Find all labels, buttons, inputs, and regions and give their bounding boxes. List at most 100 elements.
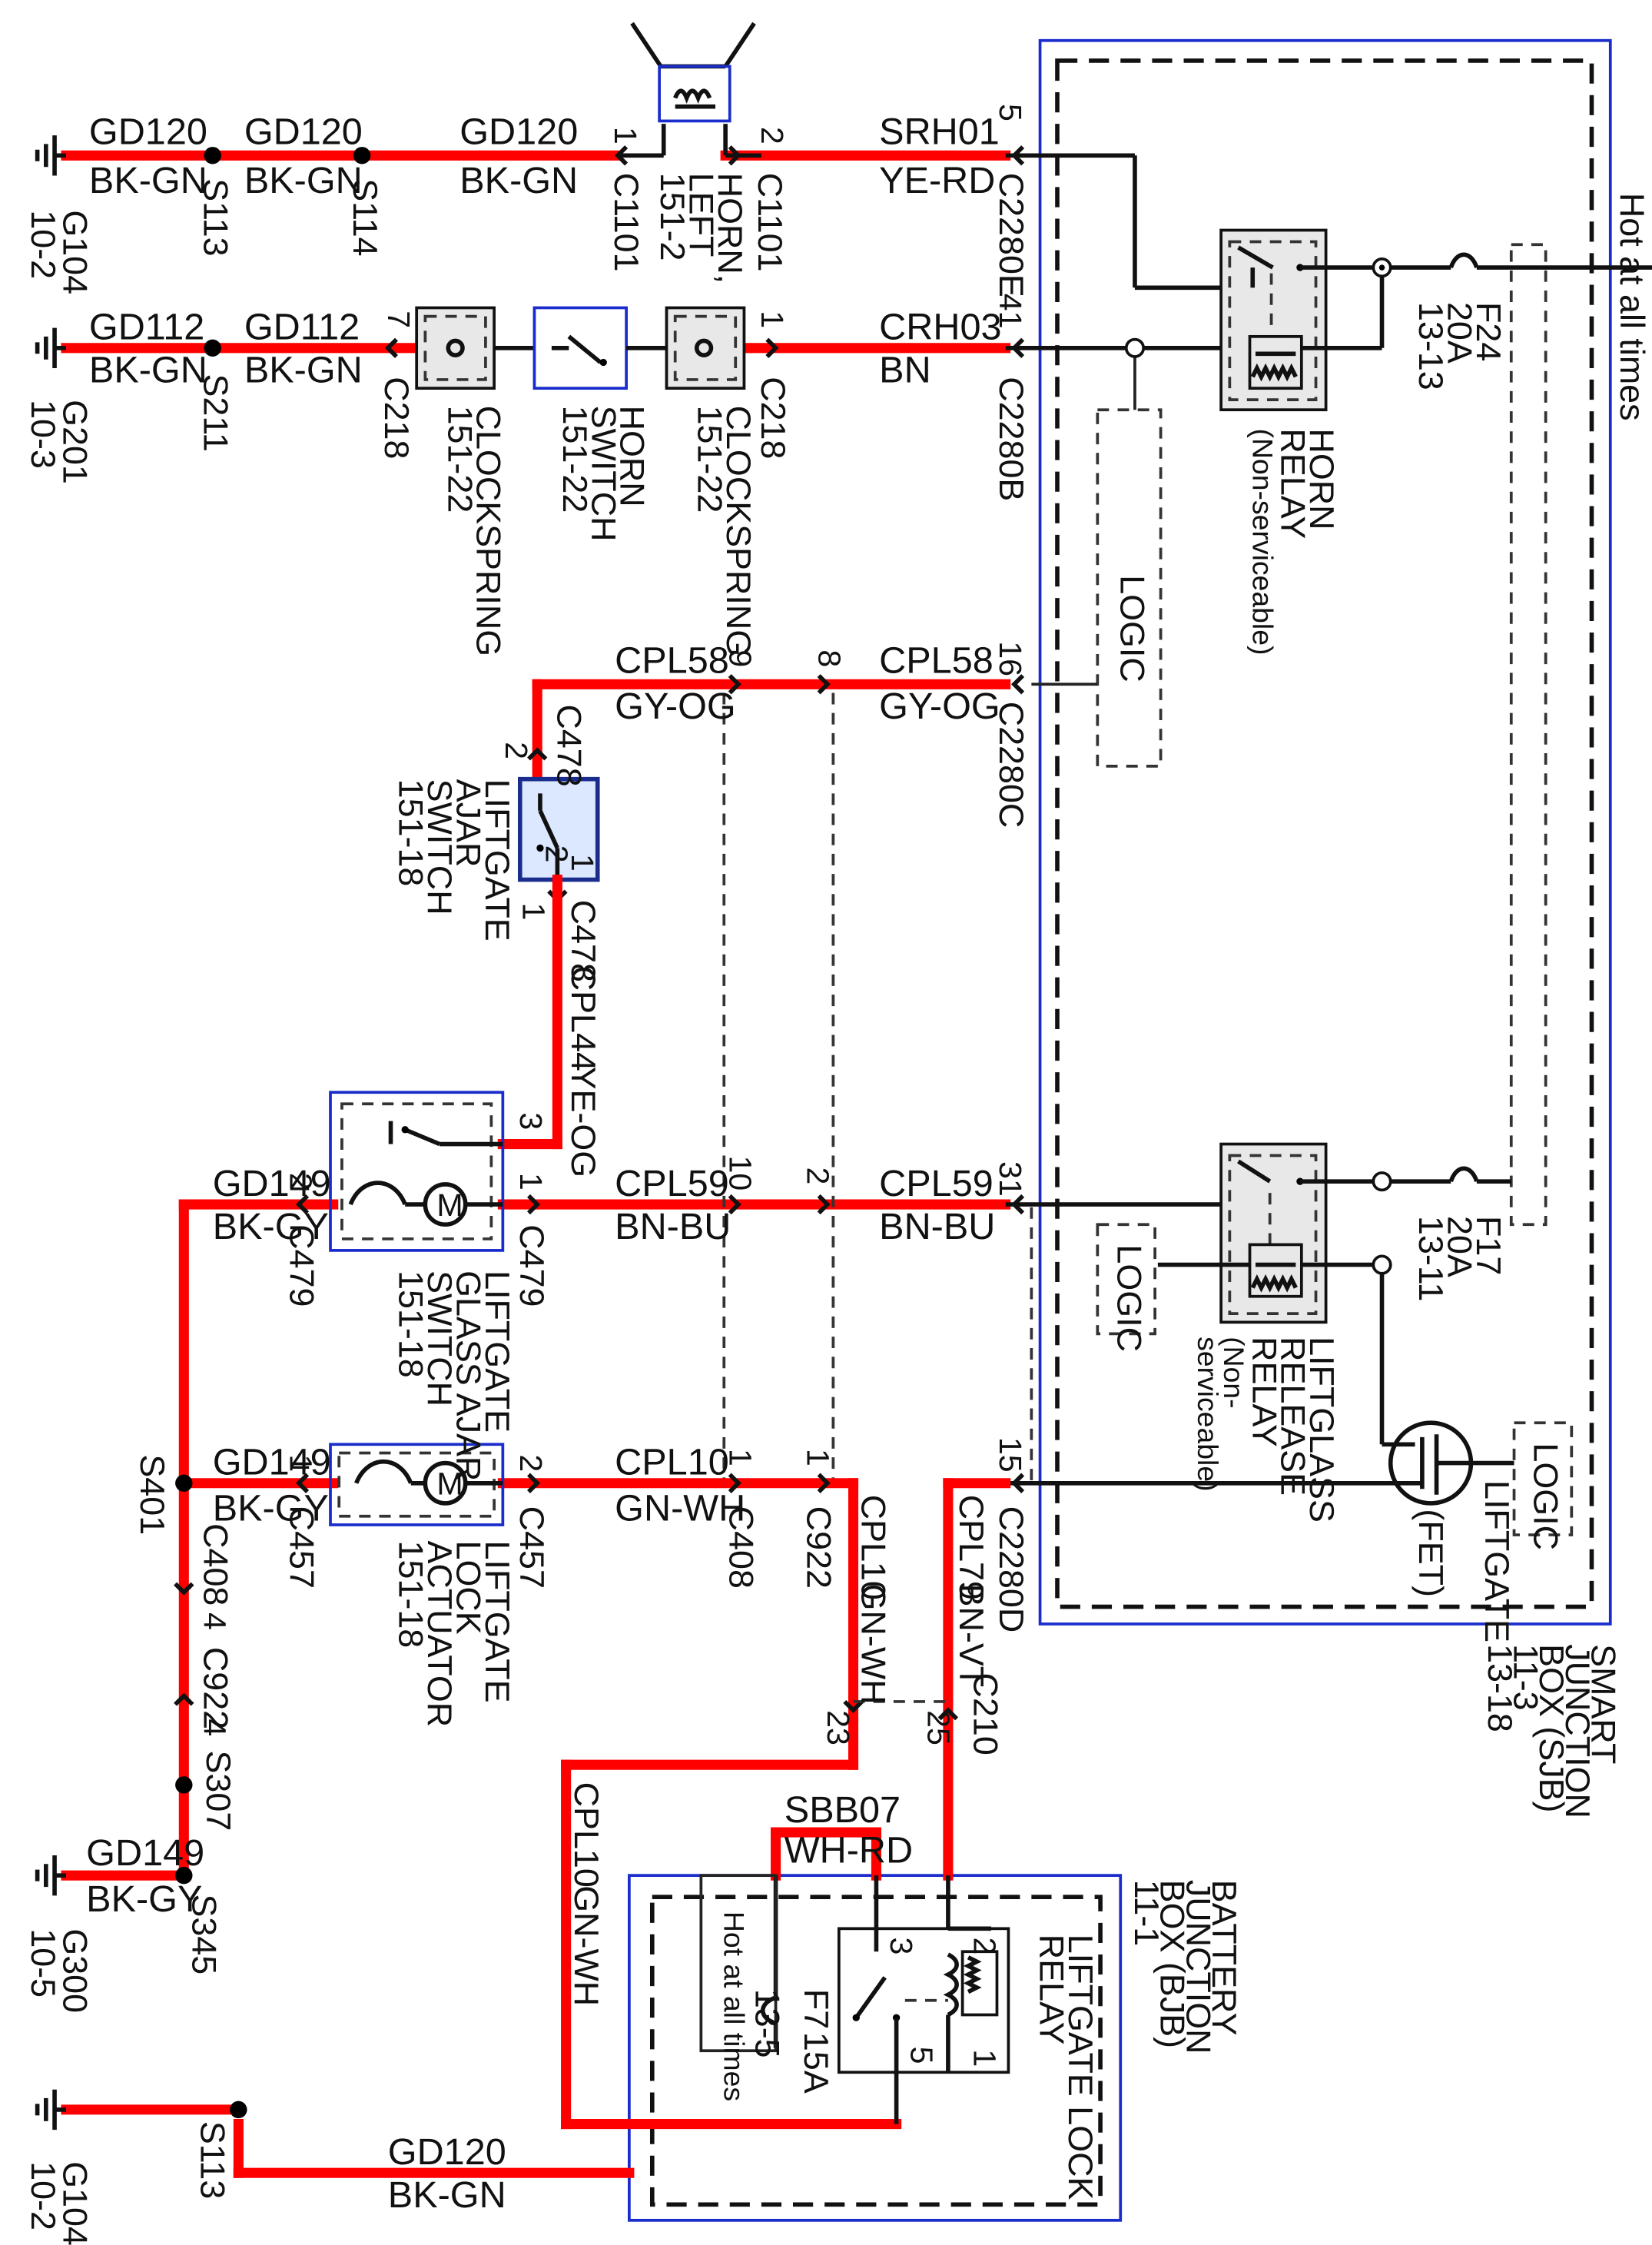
wire-cpl58-1-color: GY-OG xyxy=(615,686,736,727)
bjb-internals xyxy=(61,1827,1010,2178)
wire-gd149-2: GD149 xyxy=(213,1442,331,1483)
wire-sbb07-color: WH-RD xyxy=(785,1829,913,1871)
sjb-label-3: BOX (SJB) xyxy=(1532,1644,1571,1812)
wire-gd112-1: GD112 xyxy=(89,307,204,348)
ground-g104-top-page: 10-2 xyxy=(24,210,63,279)
horn-circuit xyxy=(61,22,1253,291)
sjb-label-1: SMART xyxy=(1584,1644,1623,1764)
liftglass-relay-label-1: LIFTGLASS xyxy=(1302,1337,1342,1523)
fuse-f17-id: F17 xyxy=(1469,1216,1508,1275)
splice-s113-bottom xyxy=(230,2101,247,2119)
ground-symbols xyxy=(35,135,66,2130)
sjb-label-2: JUNCTION xyxy=(1558,1644,1597,1818)
conn-c218-left: C218 xyxy=(377,377,416,459)
liftglass-release-relay xyxy=(1157,1142,1511,1447)
bjb-label-3: BOX (BJB) xyxy=(1153,1880,1193,2048)
fuse-f7-id: F7 xyxy=(797,1989,836,2029)
wire-gd120-2-color: BK-GN xyxy=(244,160,363,201)
wire-cpl10-2-color: GN-WH xyxy=(854,1584,894,1705)
bjb-label-2: JUNCTION xyxy=(1179,1880,1218,2054)
conn-c478-top: C478 xyxy=(549,704,589,786)
pin-c408-4: 4 xyxy=(197,1612,232,1630)
conn-c457-right: C457 xyxy=(513,1506,552,1589)
motor-label-2: M xyxy=(436,1466,463,1502)
fuse-f17-ref: 13-11 xyxy=(1411,1216,1451,1301)
liftglass-ajar-switch-icon xyxy=(329,1091,505,1252)
splice-s211-label: S211 xyxy=(196,374,235,451)
logic-bottom-label: LOGIC xyxy=(1527,1443,1566,1550)
wire-cpl58-2-color: GY-OG xyxy=(879,686,1000,727)
conn-c210: C210 xyxy=(967,1673,1006,1755)
conn-c408-trunk: C408 xyxy=(196,1523,235,1606)
conn-c1101-right: C1101 xyxy=(751,173,790,272)
pin-c479-3: 3 xyxy=(513,1112,549,1130)
liftgate-ajar-label-1: LIFTGATE xyxy=(478,779,517,942)
fuse-f24-ref: 13-13 xyxy=(1411,302,1451,390)
horn-relay-label-3: (Non-serviceable) xyxy=(1246,429,1279,656)
splice-s345 xyxy=(175,1866,193,1885)
fuse-f24-rating: 20A xyxy=(1441,302,1480,364)
horn-left-label-1: HORN, xyxy=(711,173,750,284)
wire-gd120-2: GD120 xyxy=(244,111,363,152)
liftglass-relay-label-3: RELAY xyxy=(1245,1337,1284,1447)
liftgate-ajar-circuit xyxy=(497,674,1025,1150)
wire-cpl79-color: BN-VT xyxy=(952,1584,991,1688)
pin-10: 10 xyxy=(723,1156,758,1191)
wire-gd149-2-color: BK-GY xyxy=(213,1487,329,1529)
conn-c2280d: C2280D xyxy=(992,1506,1031,1633)
splice-s114 xyxy=(353,147,371,164)
wire-sbb07: SBB07 xyxy=(785,1789,901,1831)
ground-g104-top-icon xyxy=(35,135,66,176)
horn-relay-label-2: RELAY xyxy=(1274,429,1313,540)
pin-relay-1: 1 xyxy=(967,2049,1003,2067)
logic-middle-label: LOGIC xyxy=(1110,1244,1149,1352)
liftglass-ajar-label-3: SWITCH xyxy=(420,1270,459,1406)
wire-gd120-1-color: BK-GN xyxy=(89,160,207,201)
splice-s401 xyxy=(175,1474,193,1492)
lock-actuator-label-3: ACTUATOR xyxy=(420,1541,459,1728)
fuse-f7-rating: 15A xyxy=(797,2032,836,2094)
lock-relay-label-1: LIFTGATE LOCK xyxy=(1061,1934,1100,2200)
ground-g104-bottom-icon xyxy=(35,2089,66,2130)
wire-gd120-1: GD120 xyxy=(89,111,207,152)
conn-c2280e: C2280E xyxy=(992,173,1031,297)
liftglass-relay-label-4: (Non- xyxy=(1218,1337,1250,1408)
conn-c2280c: C2280C xyxy=(992,702,1031,829)
conn-c408: C408 xyxy=(722,1506,761,1589)
pin-8: 8 xyxy=(812,649,848,667)
ground-g201-page: 10-3 xyxy=(24,400,63,469)
bjb-label-4: 11-1 xyxy=(1127,1880,1166,1946)
ground-g104-bottom-page: 10-2 xyxy=(24,2161,63,2230)
clockspring-a-icon xyxy=(415,306,496,390)
wire-gd149-3: GD149 xyxy=(86,1832,204,1874)
wire-crh03: CRH03 xyxy=(879,307,1001,348)
ground-g300-icon xyxy=(35,1855,66,1896)
splice-s211 xyxy=(204,339,221,357)
splice-s113-bottom-label: S113 xyxy=(194,2121,233,2199)
conn-c457-left: C457 xyxy=(283,1506,322,1589)
ground-g201: G201 xyxy=(55,400,95,484)
wire-cpl59-1: CPL59 xyxy=(615,1163,729,1204)
splice-dots xyxy=(175,147,371,2119)
pin-c1101-1: 1 xyxy=(608,127,643,144)
pin-c210-25: 25 xyxy=(921,1710,957,1745)
pin-c2280e-5: 5 xyxy=(993,104,1028,121)
wire-gd149-1: GD149 xyxy=(213,1163,331,1204)
sjb-label-5: 13-18 xyxy=(1481,1644,1520,1732)
liftgate-ajar-label-3: SWITCH xyxy=(420,779,459,915)
liftgate-fet xyxy=(1005,1420,1514,1506)
wire-srh01: SRH01 xyxy=(879,111,1000,152)
wire-cpl58-1: CPL58 xyxy=(615,639,729,681)
fuse-f7-ref: 13-5 xyxy=(748,1989,787,2058)
hot-at-all-times-bottom: Hot at all times xyxy=(718,1911,750,2101)
pin-c457-2: 2 xyxy=(513,1454,549,1472)
pin-relay-2: 2 xyxy=(967,1938,1003,1955)
wire-cpl59-2-color: BN-BU xyxy=(879,1206,995,1247)
wire-cpl44-color: YE-OG xyxy=(564,1067,603,1178)
fet-label-1: LIFTGATE xyxy=(1478,1480,1517,1642)
clockspring-a-label: CLOCKSPRING xyxy=(469,406,509,657)
lock-actuator-label-2: LOCK xyxy=(449,1541,489,1635)
horn-switch-label-2: SWITCH xyxy=(584,406,623,542)
horn-relay-label-1: HORN xyxy=(1302,429,1342,530)
clockspring-a-ref: 151-22 xyxy=(440,406,479,513)
